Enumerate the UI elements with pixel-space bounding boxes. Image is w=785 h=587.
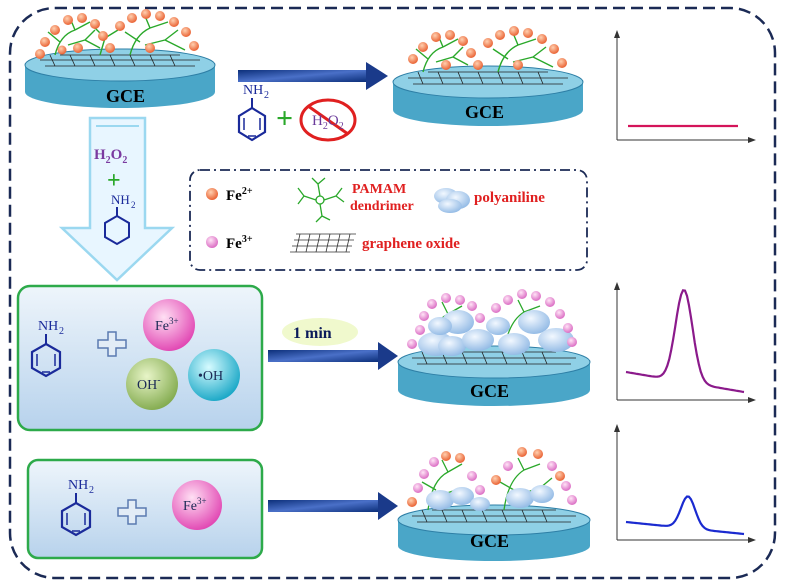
svg-text:GCE: GCE — [465, 102, 504, 122]
svg-text:NH: NH — [243, 83, 263, 98]
svg-text:H2O2: H2O2 — [312, 113, 344, 132]
svg-text:graphene oxide: graphene oxide — [362, 236, 460, 252]
plus-sign-top: + — [276, 102, 293, 135]
plot-low-peak — [614, 424, 756, 543]
fe2-dots-1 — [35, 9, 199, 59]
electrode-slow-reaction: GCE — [397, 447, 591, 561]
svg-text:dendrimer: dendrimer — [350, 199, 414, 214]
svg-text:•OH: •OH — [198, 369, 223, 384]
graphene-legend-icon — [290, 233, 356, 253]
svg-text:NH: NH — [38, 319, 58, 334]
svg-text:Fe3+: Fe3+ — [226, 234, 253, 252]
plot-high-peak — [614, 282, 756, 403]
electrode-after-no-h2o2: GCE — [392, 26, 584, 126]
svg-text:polyaniline: polyaniline — [474, 190, 545, 206]
arrow-bottom — [268, 492, 398, 520]
aniline-top: NH 2 — [237, 83, 269, 142]
graphene-layer-1 — [40, 54, 200, 67]
svg-text:Fe2+: Fe2+ — [226, 186, 253, 204]
plus-cross-icon — [97, 331, 127, 357]
svg-text:2: 2 — [59, 326, 64, 337]
svg-text:NH: NH — [111, 192, 130, 207]
reaction-box-bottom: NH 2 Fe3+ — [26, 458, 264, 560]
polyaniline-legend-icon — [434, 188, 470, 213]
svg-text:+: + — [107, 168, 121, 194]
time-label: 1 min — [293, 325, 332, 342]
no-h2o2-icon: H2O2 — [299, 98, 357, 142]
svg-text:H2O2: H2O2 — [94, 147, 127, 166]
svg-text:Fe3+: Fe3+ — [155, 316, 179, 334]
arrow-down: H2O2 + NH 2 — [58, 116, 176, 282]
plot-flat — [614, 30, 756, 143]
svg-text:2: 2 — [131, 200, 136, 210]
svg-text:GCE: GCE — [470, 381, 509, 401]
electrode-fast-reaction: GCE — [397, 289, 591, 406]
svg-text:2: 2 — [264, 90, 269, 101]
svg-text:OH-: OH- — [137, 375, 161, 393]
pamam-legend-icon — [297, 177, 345, 223]
electrode-label-1: GCE — [106, 86, 145, 106]
svg-text:NH: NH — [68, 478, 88, 493]
arrow-middle: 1 min — [268, 318, 398, 370]
svg-text:GCE: GCE — [470, 531, 509, 551]
arrow-top — [238, 62, 388, 90]
electrode-initial: GCE — [24, 9, 216, 108]
curve-low-peak — [625, 495, 745, 536]
legend-box: Fe2+ PAMAM dendrimer polyaniline Fe3+ gr… — [189, 169, 588, 271]
reaction-box-middle: NH 2 Fe3+ OH- •OH — [16, 284, 264, 432]
svg-text:2: 2 — [89, 485, 94, 496]
svg-text:Fe3+: Fe3+ — [183, 496, 207, 514]
curve-high-peak — [625, 289, 745, 394]
svg-text:PAMAM: PAMAM — [352, 182, 406, 197]
